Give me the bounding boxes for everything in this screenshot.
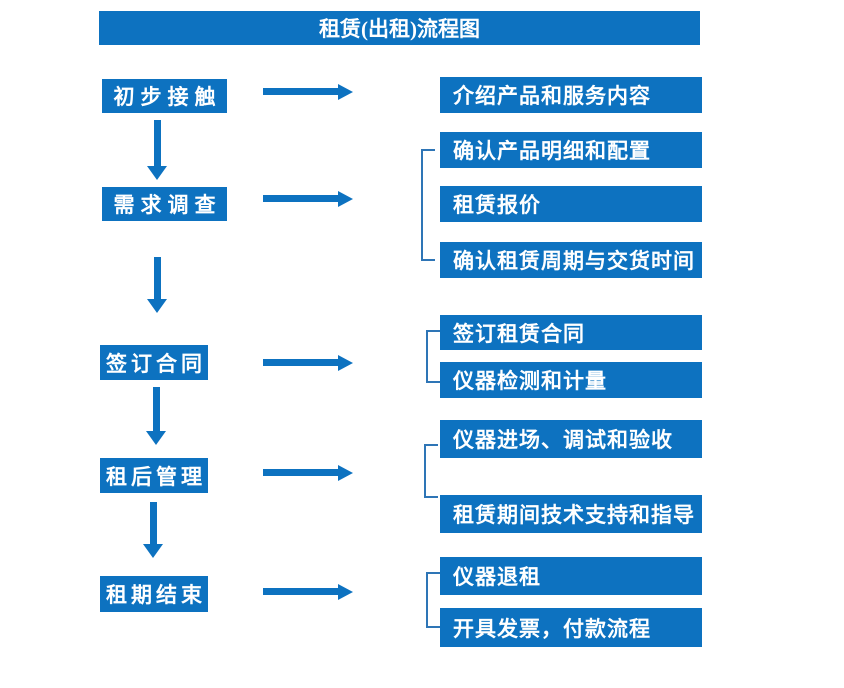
diagram-title: 租赁(出租)流程图: [99, 11, 700, 45]
right-arrow-icon-3: [263, 355, 353, 371]
arrow-head: [146, 431, 166, 445]
arrow-shaft: [263, 195, 340, 202]
right-arrow-icon-5: [263, 584, 353, 600]
detail-box-intro-products-services: 介绍产品和服务内容: [440, 77, 702, 113]
detail-box-instrument-setup-accept: 仪器进场、调试和验收: [440, 420, 702, 458]
group-bracket-demand-survey: [421, 149, 435, 261]
arrow-shaft: [152, 387, 160, 431]
arrow-head: [338, 465, 353, 481]
right-arrow-icon-1: [263, 84, 353, 100]
detail-box-instrument-test-metering: 仪器检测和计量: [440, 362, 702, 398]
arrow-head: [338, 355, 353, 371]
group-bracket-lease-end: [426, 572, 440, 628]
arrow-shaft: [263, 469, 340, 476]
arrow-head: [143, 544, 163, 558]
detail-box-sign-rental-contract: 签订租赁合同: [440, 315, 702, 350]
step-box-sign-contract: 签订合同: [100, 345, 208, 380]
right-arrow-icon-2: [263, 191, 353, 207]
step-box-lease-end: 租期结束: [100, 576, 208, 612]
down-arrow-icon-1: [147, 120, 167, 180]
arrow-head: [338, 191, 353, 207]
arrow-head: [338, 84, 353, 100]
arrow-shaft: [263, 88, 340, 95]
arrow-head: [147, 166, 167, 180]
group-bracket-sign-contract: [426, 330, 440, 383]
group-bracket-post-rental-mgmt: [424, 444, 438, 498]
arrow-shaft: [263, 588, 340, 595]
detail-box-invoice-payment: 开具发票，付款流程: [440, 608, 702, 647]
detail-box-confirm-product-config: 确认产品明细和配置: [440, 132, 702, 168]
step-box-post-rental-mgmt: 租后管理: [100, 458, 208, 493]
arrow-head: [338, 584, 353, 600]
down-arrow-icon-4: [143, 502, 163, 558]
detail-box-rental-quote: 租赁报价: [440, 186, 702, 222]
detail-box-tech-support-guidance: 租赁期间技术支持和指导: [440, 495, 702, 533]
detail-box-confirm-period-delivery: 确认租赁周期与交货时间: [440, 242, 702, 278]
arrow-shaft: [149, 502, 157, 544]
down-arrow-icon-2: [147, 257, 167, 313]
arrow-shaft: [263, 359, 340, 366]
step-box-demand-survey: 需求调查: [102, 187, 227, 221]
down-arrow-icon-3: [146, 387, 166, 445]
arrow-shaft: [153, 120, 161, 166]
arrow-head: [147, 299, 167, 313]
arrow-shaft: [153, 257, 161, 299]
detail-box-instrument-return: 仪器退租: [440, 557, 702, 595]
right-arrow-icon-4: [263, 465, 353, 481]
step-box-initial-contact: 初步接触: [102, 79, 227, 113]
